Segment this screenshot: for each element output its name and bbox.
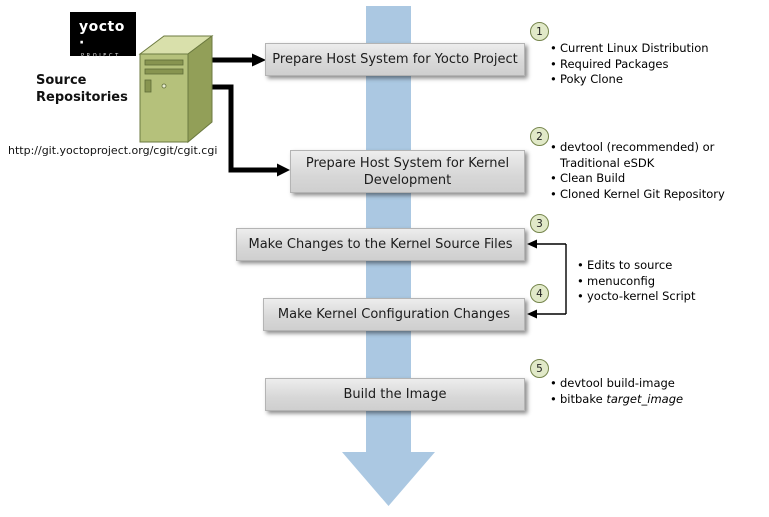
server-power-button bbox=[161, 83, 167, 89]
arrow-source-to-step1 bbox=[206, 53, 266, 67]
list-item: menuconfig bbox=[576, 274, 696, 290]
bullet-list-step5: devtool build-image bitbake target_image bbox=[549, 376, 683, 407]
step-number-badge-2: 2 bbox=[530, 127, 549, 146]
bullet-list-steps-3-4: Edits to source menuconfig yocto-kernel … bbox=[576, 258, 696, 305]
server-front-face bbox=[139, 53, 189, 143]
source-repositories-label: Source Repositories bbox=[36, 72, 128, 106]
source-label-line1: Source bbox=[36, 73, 87, 88]
arrow-source-to-step2 bbox=[206, 84, 290, 177]
bracket-steps-3-4 bbox=[527, 239, 567, 319]
arrow-line bbox=[206, 84, 277, 173]
yocto-project-logo: yocto · PROJECT bbox=[70, 12, 136, 59]
list-item: bitbake target_image bbox=[549, 392, 683, 408]
step-box-3: Make Changes to the Kernel Source Files bbox=[236, 228, 525, 261]
step-5-label: Build the Image bbox=[343, 387, 447, 402]
list-item: devtool build-image bbox=[549, 376, 683, 392]
step-number-badge-4: 4 bbox=[530, 284, 549, 303]
bullet-list-step1: Current Linux Distribution Required Pack… bbox=[549, 41, 709, 88]
list-item: devtool (recommended) or Traditional eSD… bbox=[549, 140, 723, 171]
arrowhead-icon bbox=[277, 163, 290, 177]
server-bay bbox=[144, 79, 152, 93]
source-label-line2: Repositories bbox=[36, 90, 128, 105]
list-item: Edits to source bbox=[576, 258, 696, 274]
step-2-label: Prepare Host System for Kernel Developme… bbox=[305, 155, 510, 188]
step-box-1: Prepare Host System for Yocto Project bbox=[265, 43, 525, 76]
step-number-badge-1: 1 bbox=[530, 22, 549, 41]
step-number-badge-5: 5 bbox=[530, 359, 549, 378]
list-item: Current Linux Distribution bbox=[549, 41, 709, 57]
step-number-badge-3: 3 bbox=[530, 214, 549, 233]
arrowhead-icon bbox=[527, 239, 537, 249]
step-box-2: Prepare Host System for Kernel Developme… bbox=[290, 150, 525, 193]
step-1-label: Prepare Host System for Yocto Project bbox=[272, 52, 518, 67]
step-box-4: Make Kernel Configuration Changes bbox=[263, 298, 525, 331]
step-4-label: Make Kernel Configuration Changes bbox=[277, 307, 511, 322]
server-icon bbox=[138, 35, 214, 144]
list-item: Required Packages bbox=[549, 57, 709, 73]
list-item: Cloned Kernel Git Repository bbox=[549, 187, 725, 203]
server-side-face bbox=[187, 35, 213, 144]
arrowhead-icon bbox=[527, 309, 537, 319]
server-drive-slot bbox=[144, 59, 184, 66]
bullet-list-step2: devtool (recommended) or Traditional eSD… bbox=[549, 140, 725, 202]
bitbake-target-image: target_image bbox=[606, 391, 684, 406]
step-3-label: Make Changes to the Kernel Source Files bbox=[248, 237, 513, 252]
arrowhead-icon bbox=[252, 53, 266, 67]
bitbake-prefix: bitbake bbox=[560, 391, 607, 406]
list-item: Clean Build bbox=[549, 171, 725, 187]
server-drive-slot bbox=[144, 68, 184, 75]
step-box-5: Build the Image bbox=[265, 378, 525, 411]
source-repo-url: http://git.yoctoproject.org/cgit/cgit.cg… bbox=[8, 144, 218, 157]
logo-title: yocto · bbox=[79, 19, 125, 51]
list-item: yocto-kernel Script bbox=[576, 289, 696, 305]
workflow-arrow-head bbox=[342, 452, 435, 506]
list-item: Poky Clone bbox=[549, 72, 709, 88]
logo-subtitle: PROJECT bbox=[81, 53, 121, 59]
